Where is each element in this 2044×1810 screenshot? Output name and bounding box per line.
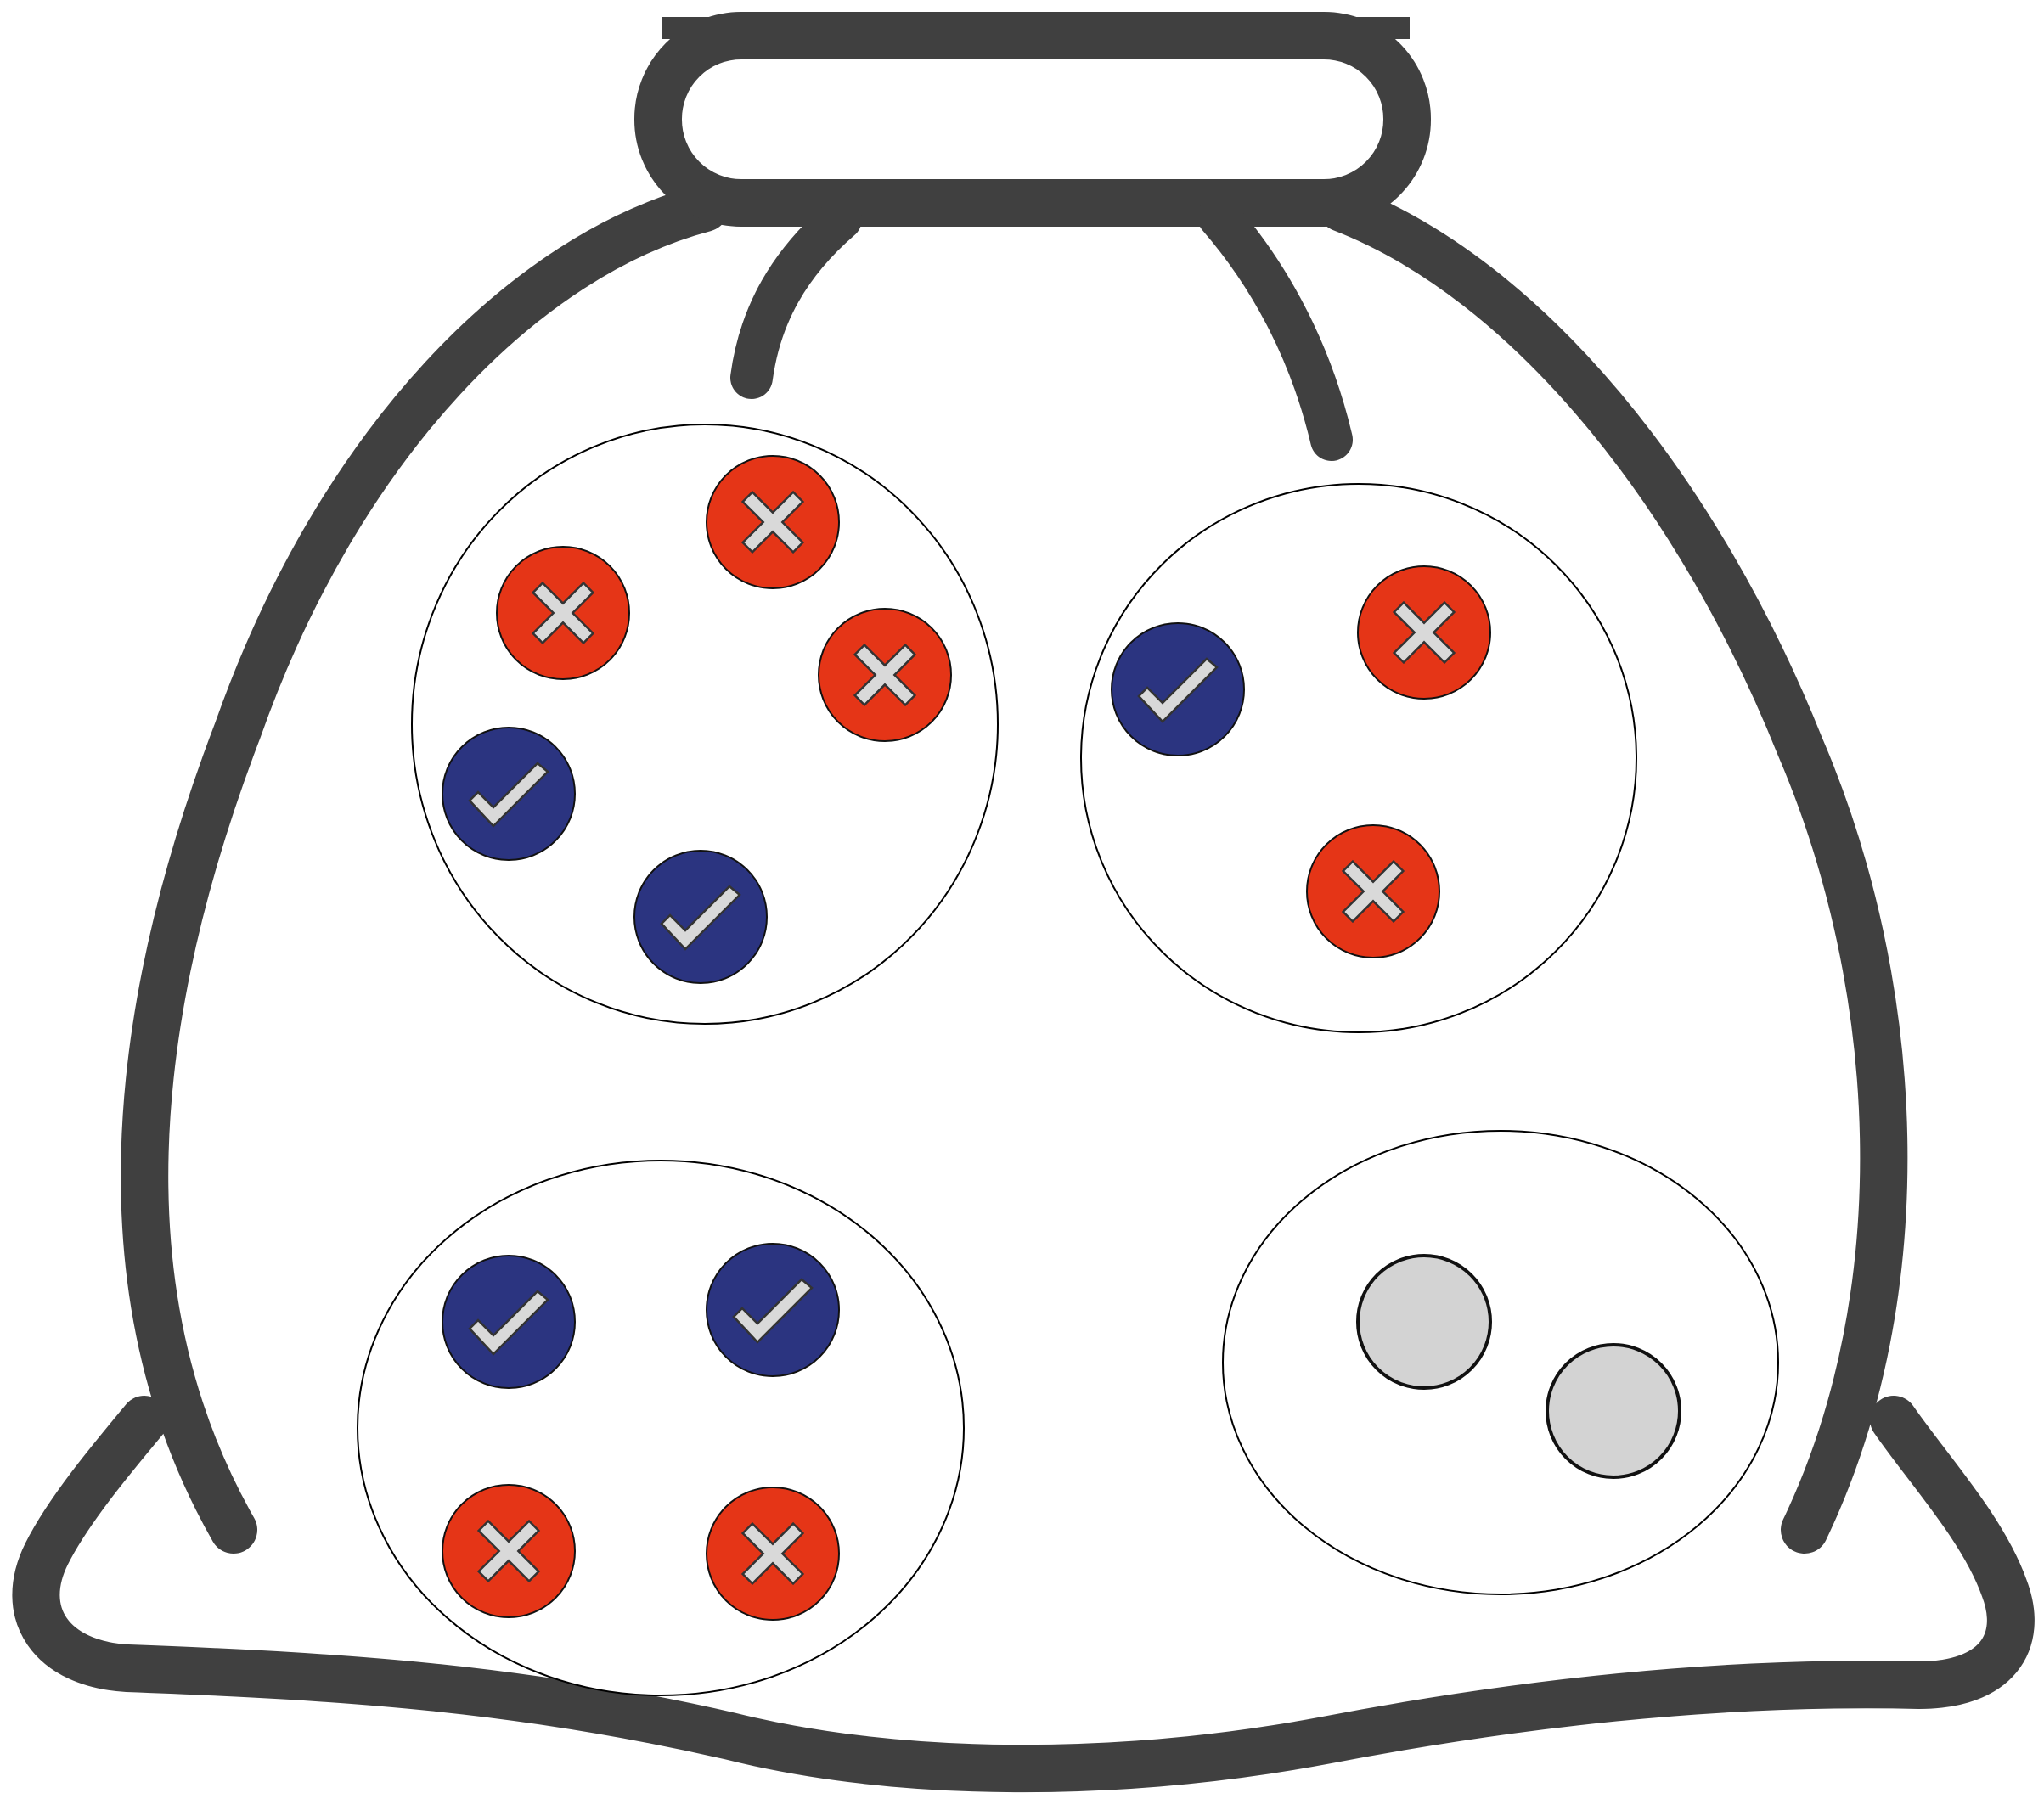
cross-ball [819, 609, 951, 741]
sack-neck-band [658, 36, 1407, 203]
sack-tie-fold-right [1219, 216, 1332, 440]
check-ball [634, 851, 767, 983]
check-ball [442, 728, 575, 860]
blank-ball [1547, 1345, 1680, 1477]
blank-ball [1358, 1256, 1490, 1388]
cross-ball [1307, 825, 1439, 958]
group-bottom-left-boundary [358, 1161, 964, 1695]
sack-neck-top-cap [662, 17, 1410, 39]
cross-ball [707, 456, 839, 588]
ball-groups [358, 424, 1778, 1695]
group-top-left [412, 424, 998, 1024]
check-ball [1112, 623, 1244, 756]
blank-ball-icon [1358, 1256, 1490, 1388]
check-ball [707, 1244, 839, 1376]
group-top-right [1081, 484, 1636, 1032]
cross-ball [707, 1487, 839, 1620]
check-ball [442, 1256, 575, 1388]
group-bottom-left [358, 1161, 964, 1695]
group-bottom-right [1223, 1131, 1778, 1594]
group-bottom-right-boundary [1223, 1131, 1778, 1594]
cross-ball [442, 1485, 575, 1617]
cross-ball [497, 547, 629, 679]
cross-ball [1358, 566, 1490, 699]
sack-tie-fold-left [752, 219, 841, 378]
blank-ball-icon [1547, 1345, 1680, 1477]
